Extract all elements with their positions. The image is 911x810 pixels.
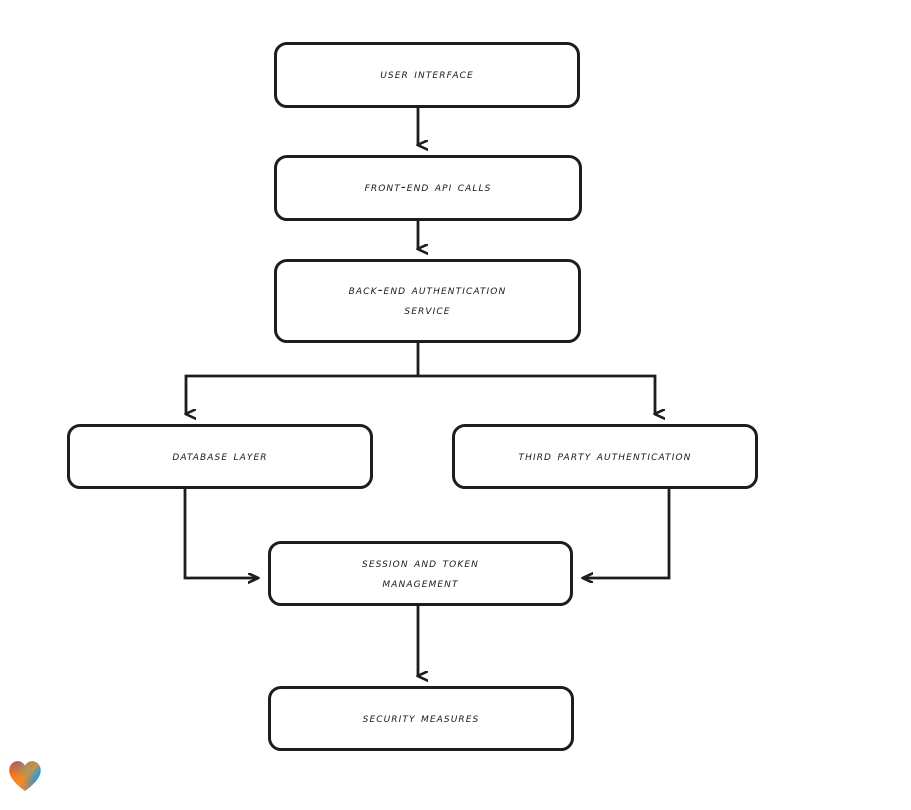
node-label: Front-End API Calls	[364, 179, 492, 196]
heart-icon	[9, 761, 41, 791]
node-backend-authentication-service[interactable]: Back-End Authentication Service	[274, 259, 581, 343]
edge-thirdparty-to-session	[583, 489, 671, 578]
node-frontend-api[interactable]: Front-End API Calls	[274, 155, 582, 221]
node-label: Database Layer	[172, 447, 268, 464]
node-label: Session and Token Management	[362, 554, 479, 591]
node-session-and-token-management[interactable]: Session and Token Management	[268, 541, 573, 606]
node-label: Security Measures	[362, 709, 480, 726]
node-label: Back-End Authentication Service	[348, 282, 507, 318]
edge-backend-to-database	[186, 374, 418, 414]
node-third-party-authentication[interactable]: Third Party Authentication	[452, 424, 758, 489]
edge-database-to-session	[183, 489, 258, 578]
node-label: Third Party Authentication	[518, 447, 692, 464]
node-user-interface[interactable]: User Interface	[274, 42, 580, 108]
edge-backend-to-thirdparty	[418, 374, 655, 414]
node-label: User Interface	[380, 66, 474, 83]
node-database-layer[interactable]: Database Layer	[67, 424, 373, 489]
node-security-measures[interactable]: Security Measures	[268, 686, 574, 751]
